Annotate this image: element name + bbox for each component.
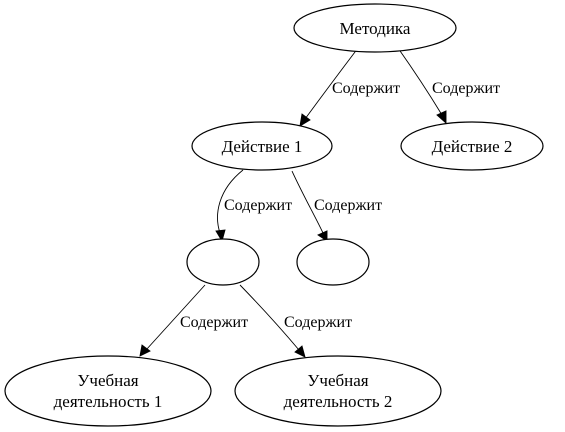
node-learning2: Учебная деятельность 2: [234, 355, 442, 427]
edge-label: Содержит: [332, 80, 400, 97]
edge-action1-blank1: Содержит: [215, 169, 292, 243]
edge-label: Содержит: [180, 314, 248, 331]
edge-metodika-action1: Содержит: [299, 47, 400, 127]
edge-metodika-action2: Содержит: [397, 47, 500, 125]
node-blank2: [296, 238, 370, 286]
node-label-line2: деятельность 1: [54, 392, 163, 411]
edge-label: Содержит: [432, 80, 500, 97]
node-blank1: [186, 238, 260, 286]
node-label-line2: деятельность 2: [284, 392, 393, 411]
edge-label: Содержит: [224, 197, 292, 214]
node-label: Методика: [340, 19, 411, 38]
edge-label: Содержит: [284, 314, 352, 331]
edge-blank1-learning2: Содержит: [239, 284, 352, 358]
node-label-line1: Учебная: [307, 371, 368, 390]
edge-action1-blank2: Содержит: [291, 170, 382, 242]
node-label: Действие 1: [222, 137, 303, 156]
node-action1: Действие 1: [191, 121, 333, 171]
edge-blank1-learning1: Содержит: [139, 284, 248, 357]
edge-label: Содержит: [314, 197, 382, 214]
node-action2: Действие 2: [400, 121, 544, 171]
node-label: Действие 2: [432, 137, 513, 156]
node-label-line1: Учебная: [77, 371, 138, 390]
node-metodika: Методика: [293, 3, 457, 53]
node-learning1: Учебная деятельность 1: [4, 355, 212, 427]
